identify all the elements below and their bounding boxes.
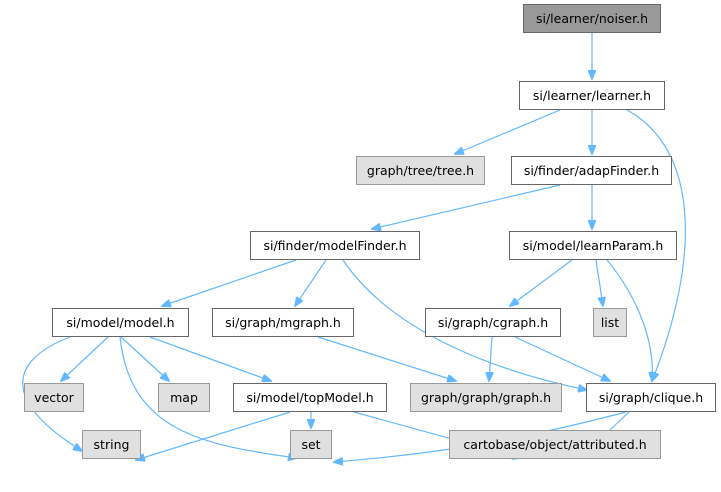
node-mgraph-h[interactable]: si/graph/mgraph.h: [212, 308, 354, 337]
edge-learner-clique: [626, 109, 686, 381]
edge-modelfinder-clique: [342, 259, 587, 390]
edge-modelfinder-model: [162, 259, 297, 306]
edge-topmodel-string: [136, 411, 291, 460]
node-map: map: [158, 383, 210, 412]
edge-model-map: [120, 336, 169, 381]
node-set: set: [290, 430, 332, 459]
node-vector: vector: [24, 383, 84, 412]
edge-learnparam-list: [595, 259, 603, 306]
node-clique-h[interactable]: si/graph/clique.h: [586, 383, 716, 412]
edge-model-set: [119, 336, 297, 458]
edge-model-string: [22, 336, 82, 451]
node-list: list: [593, 308, 627, 337]
node-noiser-h[interactable]: si/learner/noiser.h: [523, 4, 661, 33]
edge-learner-tree: [455, 109, 561, 154]
edge-learnparam-clique: [606, 259, 652, 381]
node-modelfinder-h[interactable]: si/finder/modelFinder.h: [250, 231, 420, 260]
node-model-h[interactable]: si/model/model.h: [52, 308, 189, 337]
edge-modelfinder-mgraph: [295, 259, 327, 306]
edge-learnparam-cgraph: [510, 259, 573, 306]
edge-mgraph-graph: [317, 336, 456, 381]
node-attributed-h: cartobase/object/attributed.h: [449, 430, 661, 459]
edge-adapfinder-modelfinder: [372, 184, 561, 229]
node-tree-h: graph/tree/tree.h: [356, 156, 485, 185]
node-adapfinder-h[interactable]: si/finder/adapFinder.h: [511, 156, 672, 185]
edge-cgraph-graph: [489, 336, 492, 381]
node-topmodel-h[interactable]: si/model/topModel.h: [233, 383, 387, 412]
node-cgraph-h[interactable]: si/graph/cgraph.h: [425, 308, 561, 337]
node-learner-h[interactable]: si/learner/learner.h: [519, 81, 665, 110]
node-learnparam-h[interactable]: si/model/learnParam.h: [509, 231, 677, 260]
node-string: string: [82, 430, 141, 459]
edge-model-topmodel: [149, 336, 271, 381]
node-graph-h: graph/graph/graph.h: [410, 383, 562, 412]
edge-model-vector: [61, 336, 109, 381]
edge-cgraph-clique: [514, 336, 610, 381]
